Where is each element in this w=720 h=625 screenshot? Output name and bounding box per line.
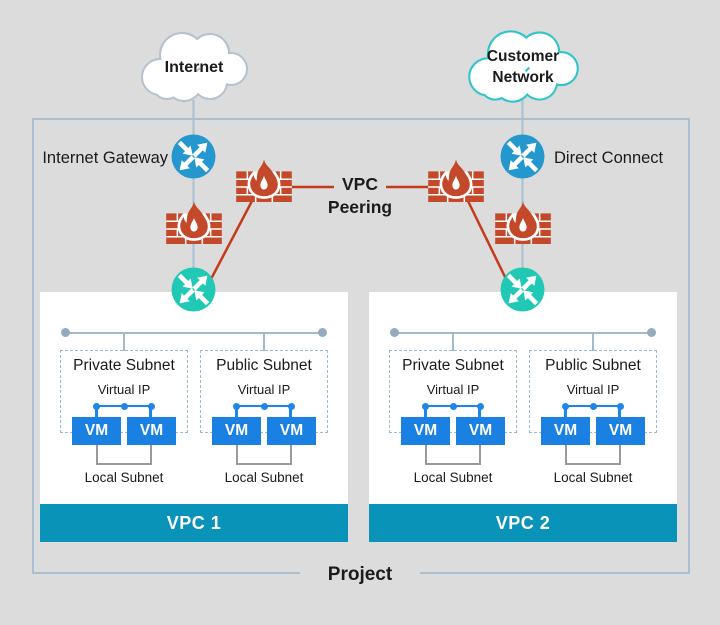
- subnet-title: Public Subnet: [216, 357, 312, 374]
- subnet-title: Private Subnet: [402, 357, 504, 374]
- local-subnet-bracket: [565, 445, 621, 465]
- virtual-ip-connector: [233, 402, 295, 417]
- vm-node: VM: [127, 417, 176, 445]
- virtual-ip-connector: [422, 402, 484, 417]
- internet-gateway-label: Internet Gateway: [42, 149, 168, 167]
- vm-node: VM: [212, 417, 261, 445]
- public-subnet-box: Public Subnet Virtual IP VM VM Local Sub…: [200, 350, 328, 490]
- internet-cloud-label: Internet: [164, 59, 224, 76]
- vpc-2-router-icon: [500, 267, 545, 312]
- virtual-ip-label: Virtual IP: [566, 382, 620, 397]
- bus-endpoint-dot: [61, 328, 70, 337]
- vpc-2-title-bar: VPC 2: [369, 504, 677, 542]
- vpc-1-box: Private Subnet Virtual IP VM VM Local Su…: [40, 292, 348, 542]
- subnet-title: Private Subnet: [73, 357, 175, 374]
- internet-gateway-firewall-icon: [166, 199, 222, 244]
- subnet-dashed-border: [529, 350, 657, 433]
- virtual-ip-connector: [562, 402, 624, 417]
- local-subnet-bracket: [96, 445, 152, 465]
- direct-connect-router-icon: [500, 134, 545, 179]
- bus-drop-line: [123, 333, 125, 351]
- vm-node: VM: [456, 417, 505, 445]
- virtual-ip-connector: [93, 402, 155, 417]
- local-subnet-label: Local Subnet: [553, 470, 633, 485]
- direct-connect-label: Direct Connect: [554, 149, 664, 167]
- virtual-ip-label: Virtual IP: [426, 382, 480, 397]
- local-subnet-bracket: [236, 445, 292, 465]
- customer-network-cloud-label: Customer Network: [486, 48, 560, 86]
- vm-node: VM: [401, 417, 450, 445]
- local-subnet-label: Local Subnet: [84, 470, 164, 485]
- vm-node: VM: [596, 417, 645, 445]
- bus-endpoint-dot: [318, 328, 327, 337]
- direct-connect-firewall-icon: [495, 199, 551, 244]
- local-subnet-label: Local Subnet: [224, 470, 304, 485]
- vm-node: VM: [541, 417, 590, 445]
- subnet-bus-line: [395, 332, 651, 334]
- project-label: Project: [300, 561, 420, 589]
- subnet-dashed-border: [200, 350, 328, 433]
- private-subnet-box: Private Subnet Virtual IP VM VM Local Su…: [389, 350, 517, 490]
- local-subnet-label: Local Subnet: [413, 470, 493, 485]
- subnet-dashed-border: [60, 350, 188, 433]
- vpc-1-router-icon: [171, 267, 216, 312]
- vpc-peering-label: VPC Peering: [327, 174, 393, 217]
- public-subnet-box: Public Subnet Virtual IP VM VM Local Sub…: [529, 350, 657, 490]
- vm-node: VM: [72, 417, 121, 445]
- local-subnet-bracket: [425, 445, 481, 465]
- vpc-1-title-bar: VPC 1: [40, 504, 348, 542]
- bus-drop-line: [592, 333, 594, 351]
- virtual-ip-label: Virtual IP: [237, 382, 291, 397]
- vpc-peering-firewall-right-icon: [428, 157, 484, 202]
- bus-drop-line: [263, 333, 265, 351]
- vm-node: VM: [267, 417, 316, 445]
- bus-endpoint-dot: [390, 328, 399, 337]
- subnet-title: Public Subnet: [545, 357, 641, 374]
- private-subnet-box: Private Subnet Virtual IP VM VM Local Su…: [60, 350, 188, 490]
- vpc-2-box: Private Subnet Virtual IP VM VM Local Su…: [369, 292, 677, 542]
- bus-drop-line: [452, 333, 454, 351]
- subnet-bus-line: [66, 332, 322, 334]
- vpc-peering-firewall-left-icon: [236, 157, 292, 202]
- virtual-ip-label: Virtual IP: [97, 382, 151, 397]
- bus-endpoint-dot: [647, 328, 656, 337]
- internet-gateway-router-icon: [171, 134, 216, 179]
- subnet-dashed-border: [389, 350, 517, 433]
